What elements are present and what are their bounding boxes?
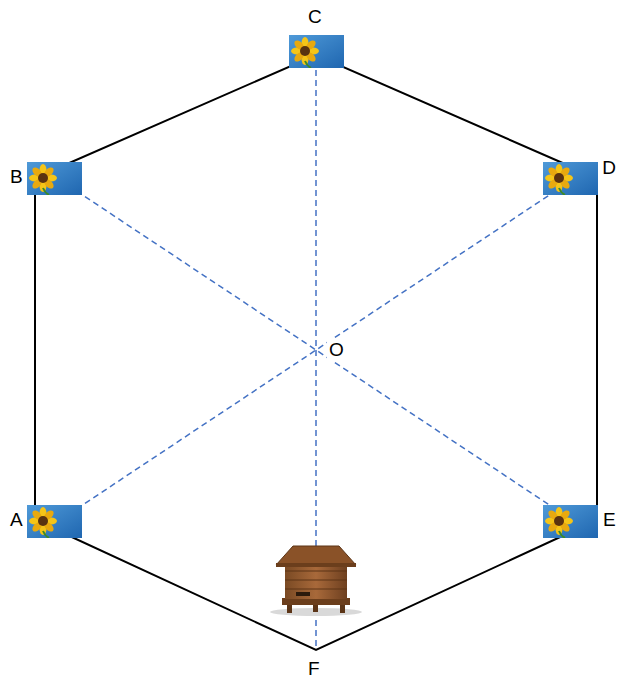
vertex-label: F (306, 658, 322, 680)
vertex-label: B (8, 166, 25, 188)
vertex-label: D (600, 157, 618, 179)
sunflower-icons (27, 35, 598, 538)
vertex-label: A (8, 509, 25, 531)
vertex-label: E (601, 509, 618, 531)
hexagon-outline (35, 55, 597, 650)
beehive-icon (270, 546, 362, 616)
vertex-label: C (306, 6, 324, 28)
diagonal-dashed (60, 60, 572, 650)
center-label: O (327, 339, 346, 361)
